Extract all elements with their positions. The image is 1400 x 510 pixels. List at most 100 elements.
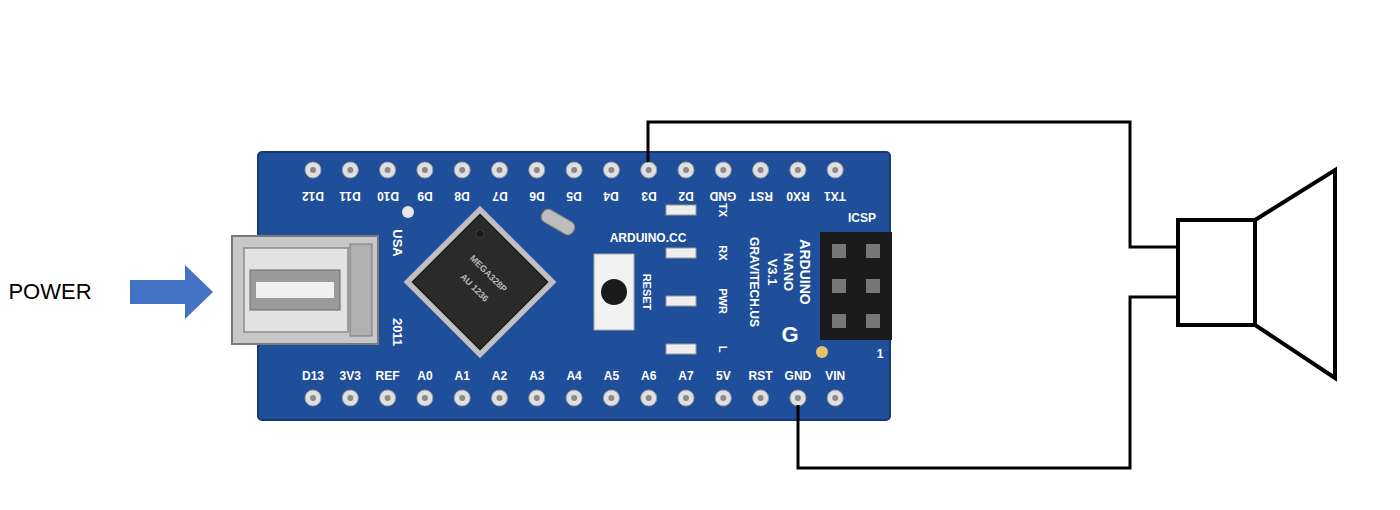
led-label: RX bbox=[717, 245, 728, 260]
pin-ring bbox=[305, 390, 321, 406]
pin-hole bbox=[832, 395, 838, 401]
pin-pad bbox=[529, 162, 545, 178]
pin-ring bbox=[790, 162, 806, 178]
pin-pad bbox=[753, 162, 769, 178]
pin-hole bbox=[422, 395, 428, 401]
board-version: V3.1 bbox=[766, 259, 779, 286]
pin-ring bbox=[492, 162, 508, 178]
pin-ring bbox=[454, 162, 470, 178]
led bbox=[666, 344, 696, 354]
pin-pad bbox=[715, 162, 731, 178]
maker-label: GRAVITECH.US bbox=[748, 237, 760, 327]
pin-pad bbox=[827, 162, 843, 178]
pin-ring bbox=[641, 162, 657, 178]
pin-hole bbox=[422, 167, 428, 173]
pin-label: D7 bbox=[492, 190, 507, 202]
pin-ring bbox=[641, 390, 657, 406]
pin-hole bbox=[795, 395, 801, 401]
logo-letter: G bbox=[781, 324, 798, 346]
pin-pad bbox=[678, 390, 694, 406]
pin-ring bbox=[603, 390, 619, 406]
board-name: ARDUINO bbox=[798, 239, 812, 304]
pin-ring bbox=[678, 162, 694, 178]
pin-ring bbox=[380, 162, 396, 178]
pin-pad bbox=[417, 390, 433, 406]
usb-tongue bbox=[256, 282, 334, 298]
pin-ring bbox=[529, 390, 545, 406]
pin-pad bbox=[492, 162, 508, 178]
pin-hole bbox=[683, 167, 689, 173]
icsp-header bbox=[820, 232, 892, 340]
board-text: ARDUINO.CC bbox=[610, 232, 687, 244]
pin-hole bbox=[459, 167, 465, 173]
led-label: PWR bbox=[717, 288, 728, 314]
pin-hole bbox=[385, 167, 391, 173]
pin-label: D4 bbox=[604, 190, 619, 202]
pin-ring bbox=[753, 390, 769, 406]
pin-label: D9 bbox=[417, 190, 432, 202]
microcontroller-chip bbox=[404, 206, 557, 359]
pin-hole bbox=[832, 167, 838, 173]
pin-pad bbox=[342, 390, 358, 406]
pin-label: A6 bbox=[641, 370, 656, 382]
usb-shell bbox=[232, 236, 378, 344]
pin-ring bbox=[566, 162, 582, 178]
pin-pad bbox=[380, 162, 396, 178]
pin-hole bbox=[646, 167, 652, 173]
pin-ring bbox=[342, 390, 358, 406]
speaker-cone bbox=[1255, 170, 1335, 378]
pin-hole bbox=[795, 167, 801, 173]
speaker-symbol bbox=[1178, 170, 1335, 378]
pin-pad bbox=[678, 162, 694, 178]
led bbox=[666, 248, 696, 258]
header-pin bbox=[832, 244, 846, 258]
pin-ring bbox=[827, 390, 843, 406]
pin-label: A1 bbox=[455, 370, 470, 382]
pin-label: D11 bbox=[340, 190, 361, 202]
pin-pad bbox=[305, 162, 321, 178]
pin-hole bbox=[534, 395, 540, 401]
pin-hole bbox=[608, 395, 614, 401]
led bbox=[666, 205, 696, 215]
wire bbox=[648, 122, 1178, 247]
pin-label: RST bbox=[749, 370, 773, 382]
speaker-magnet bbox=[1178, 220, 1255, 325]
pin-hole bbox=[310, 395, 316, 401]
header-label: ICSP bbox=[848, 212, 876, 224]
crystal bbox=[539, 207, 577, 237]
pin-label: RX0 bbox=[786, 190, 809, 202]
pin-ring bbox=[342, 162, 358, 178]
pin-ring bbox=[790, 390, 806, 406]
pin-one-mark: 1 bbox=[877, 348, 884, 360]
pin-pad bbox=[827, 390, 843, 406]
pin-label: A2 bbox=[492, 370, 507, 382]
pin-ring bbox=[492, 390, 508, 406]
mounting-pad bbox=[816, 346, 828, 358]
pin-ring bbox=[827, 162, 843, 178]
pin-pad bbox=[566, 162, 582, 178]
header-pin bbox=[832, 314, 846, 328]
pin-pad bbox=[603, 162, 619, 178]
pin-hole bbox=[497, 167, 503, 173]
pin-ring bbox=[603, 162, 619, 178]
pin-label: GND bbox=[785, 370, 812, 382]
pin-label: REF bbox=[376, 370, 400, 382]
pin-pad bbox=[715, 390, 731, 406]
pin-ring bbox=[715, 390, 731, 406]
usb-connector bbox=[232, 236, 378, 344]
pin-pad bbox=[454, 162, 470, 178]
pin-hole bbox=[347, 167, 353, 173]
pin-hole bbox=[571, 395, 577, 401]
pin-label: D12 bbox=[302, 190, 324, 202]
pin-hole bbox=[720, 395, 726, 401]
pin-hole bbox=[646, 395, 652, 401]
header-pin bbox=[866, 314, 880, 328]
pin-label: 3V3 bbox=[340, 370, 361, 382]
pin-pad bbox=[417, 162, 433, 178]
pin-label: D10 bbox=[377, 190, 399, 202]
pin-label: A7 bbox=[678, 370, 693, 382]
pin-label: A0 bbox=[417, 370, 432, 382]
pin-hole bbox=[608, 167, 614, 173]
